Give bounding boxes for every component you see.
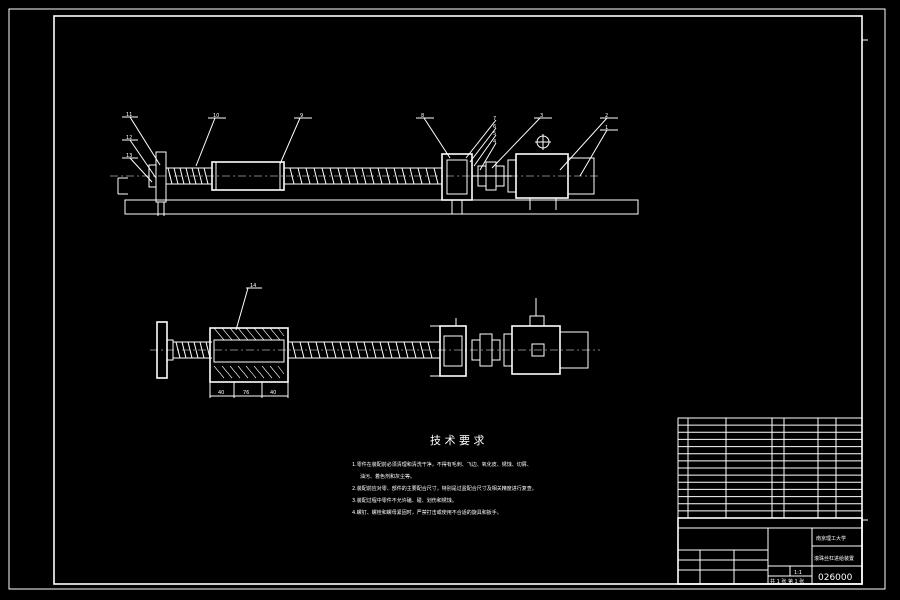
right-bearing-housing [441,153,473,201]
title-block-drawing-number: 026000 [818,573,853,583]
top-callout-leaders [122,116,618,183]
section-hatching [213,327,285,379]
title-block-company: 南京理工大学 [816,535,846,542]
worktable-nut [209,327,289,383]
requirement-line-3: 2.装配前应对零、部件的主要配合尺寸，特别是过盈配合尺寸及相关精度进行复查。 [352,485,537,492]
motor [503,298,589,375]
title-block-drawing-name: 滚珠丝杠进给装置 [814,555,854,562]
callout-12: 12 [126,135,132,141]
callout-2: 2 [605,113,608,119]
title-block-sheet: 共 1 张 第 1 张 [770,578,804,585]
requirement-line-2: 油污、着色剂和灰尘等。 [360,473,415,480]
title-block-scale: 1:1 [794,570,802,576]
callout-3: 3 [540,113,543,119]
motor [507,134,595,210]
callout-9: 9 [300,113,303,119]
coupling [472,161,512,191]
callout-14: 14 [250,283,256,289]
callout-13: 13 [126,153,132,159]
callout-10: 10 [213,113,219,119]
left-bearing-support [155,151,167,203]
inner-drawing-border [53,15,863,585]
base-plate [124,199,639,215]
title-block: 南京理工大学 滚珠丝杠进给装置 026000 1:1 共 1 张 第 1 张 [677,517,863,585]
callout-7: 7 [493,116,496,122]
ball-screw-left [166,167,212,185]
callout-4: 4 [493,139,496,145]
dimension-40-right: 40 [270,390,276,396]
ball-screw-right [284,167,442,185]
ball-nut [211,161,285,191]
coupling [471,333,501,367]
requirement-line-5: 4.螺钉、螺栓和螺母紧固时，严禁打击或使用不合适的旋具和扳手。 [352,509,502,516]
requirements-title: 技 术 要 求 [430,434,485,447]
parts-list [677,417,863,519]
callout-1: 1 [605,125,608,131]
callout-8: 8 [421,113,424,119]
outer-sheet-border [8,8,886,590]
callout-6: 6 [493,124,496,130]
ball-screw [173,341,440,359]
right-bearing-housing [439,325,467,377]
callout-5: 5 [493,131,496,137]
technical-requirements: 技 术 要 求 1.零件在装配前必须清理和清洗干净，不得有毛刺、飞边、氧化皮、锈… [352,434,537,516]
callout-11: 11 [126,112,132,118]
dimension-76: 76 [243,390,249,396]
dimension-40-left: 40 [218,390,224,396]
dimension-lines [209,382,289,398]
front-view-assembly: 11 12 13 10 9 8 7 6 5 4 3 2 1 [110,112,639,216]
requirement-line-4: 3.装配过程中零件不允许磕、碰、划伤和锈蚀。 [352,497,457,504]
requirement-line-1: 1.零件在装配前必须清理和清洗干净，不得有毛刺、飞边、氧化皮、锈蚀、切屑、 [352,461,532,468]
top-view-assembly: 40 76 40 14 [150,283,600,398]
